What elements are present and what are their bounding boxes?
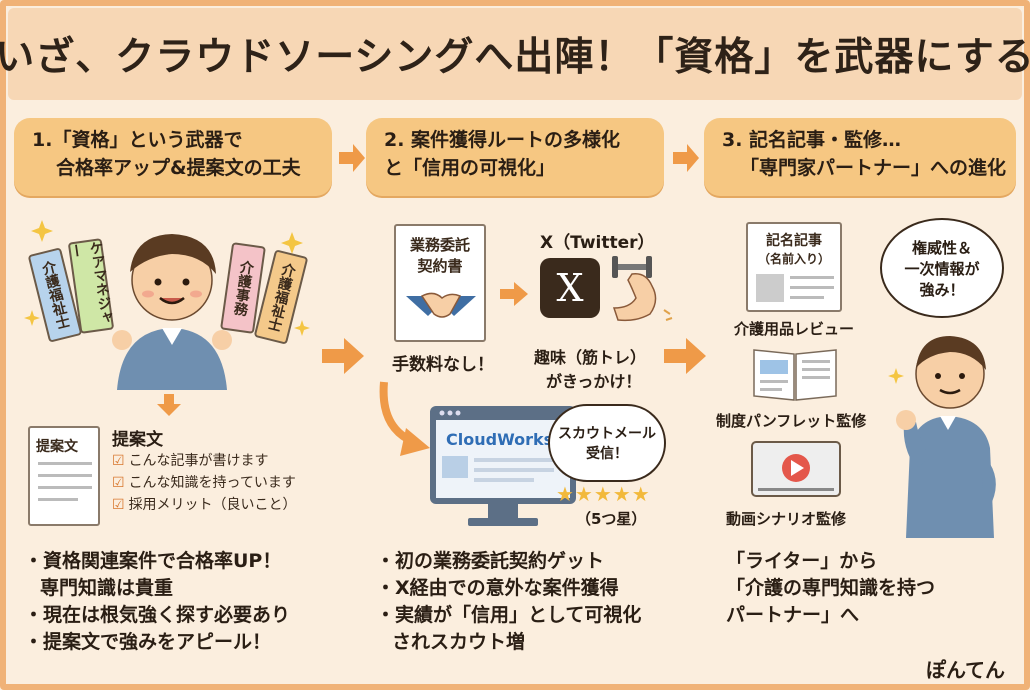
article-line2: （名前入り） xyxy=(757,252,830,266)
pamphlet-icon xyxy=(753,349,837,401)
contract-title-line1: 業務委託 xyxy=(409,236,470,254)
list-item: ・資格関連案件で合格率UP！ xyxy=(24,550,282,572)
proposal-checklist: ☑こんな記事が書けます ☑こんな知識を持っています ☑採用メリット（良いこと） xyxy=(112,450,297,516)
quote-line: 「介護の専門知識を持つ xyxy=(726,577,936,599)
step-2-header: 2. 案件獲得ルートの多様化 と「信用の可視化」 xyxy=(366,118,664,196)
checkbox-icon: ☑ xyxy=(112,453,125,469)
scout-mail-bubble: スカウトメール 受信！ xyxy=(548,404,666,482)
step-3-header: 3. 記名記事・監修… 「専門家パートナー」への進化 xyxy=(704,118,1016,196)
proposal-title: 提案文 xyxy=(112,430,163,450)
contract-title-line2: 契約書 xyxy=(417,257,463,275)
x-logo-icon: X xyxy=(540,258,600,318)
hobby-line1: 趣味（筋トレ） xyxy=(534,348,647,367)
pamphlet-label: 制度パンフレット監修 xyxy=(716,412,867,430)
authority-bubble: 権威性＆ 一次情報が 強み！ xyxy=(880,218,1004,318)
list-item: ・提案文で強みをアピール！ xyxy=(24,631,272,653)
step-2-line1: 2. 案件獲得ルートの多様化 xyxy=(384,129,621,151)
list-item: ☑こんな記事が書けます xyxy=(112,453,269,469)
arrow-right-icon xyxy=(673,144,699,172)
checkbox-icon: ☑ xyxy=(112,475,125,491)
quote-line: パートナー」へ xyxy=(726,604,860,626)
author-signature: ぽんてん xyxy=(926,658,1005,682)
step-3-line2: 「専門家パートナー」への進化 xyxy=(740,157,1007,179)
list-item: ・X経由での意外な案件獲得 xyxy=(376,577,619,599)
arrow-right-icon xyxy=(664,338,706,374)
step-1-header: 1.「資格」という武器で 合格率アップ&提案文の工夫 xyxy=(14,118,332,196)
arrow-down-icon xyxy=(157,394,181,416)
arrow-right-icon xyxy=(339,144,365,172)
byline-article: 記名記事 （名前入り） xyxy=(746,222,842,312)
x-twitter-label: X（Twitter） xyxy=(540,233,655,253)
list-item: ☑こんな知識を持っています xyxy=(112,475,296,491)
list-item: ・初の業務委託契約ゲット xyxy=(376,550,605,572)
arrow-curved-icon xyxy=(379,381,430,456)
page-title: いざ、クラウドソーシングへ出陣！「資格」を武器にする xyxy=(0,35,1030,80)
authority-line2: 一次情報が xyxy=(904,259,980,278)
step-1-bullets: ・資格関連案件で合格率UP！ 専門知識は貴重 ・現在は根気強く探す必要あり ・提… xyxy=(24,548,290,656)
proposal-document: 提案文 xyxy=(28,426,100,526)
handshake-icon xyxy=(406,292,476,318)
muscle-dumbbell-icon xyxy=(612,256,673,322)
proposal-doc-label: 提案文 xyxy=(36,439,78,455)
scout-line2: 受信！ xyxy=(586,446,628,462)
rating-stars: ★★★★★ xyxy=(556,482,651,506)
rating-label: （5つ星） xyxy=(576,510,647,528)
list-item: ・実績が「信用」として可視化 xyxy=(376,604,642,626)
person-fist-pump-icon xyxy=(888,336,996,538)
no-fee-label: 手数料なし！ xyxy=(392,355,494,375)
arrow-right-icon xyxy=(322,338,364,374)
step-3-quote: 「ライター」から 「介護の専門知識を持つ パートナー」へ xyxy=(726,548,935,629)
contract-document: 業務委託 契約書 xyxy=(394,224,486,342)
scout-line1: スカウトメール xyxy=(558,426,656,442)
list-item: ☑採用メリット（良いこと） xyxy=(112,497,297,513)
review-label: 介護用品レビュー xyxy=(734,320,855,338)
video-label: 動画シナリオ監修 xyxy=(726,510,847,528)
step-1-line2: 合格率アップ&提案文の工夫 xyxy=(56,157,301,179)
list-item: されスカウト増 xyxy=(392,631,526,653)
article-line1: 記名記事 xyxy=(766,233,822,249)
quote-line: 「ライター」から xyxy=(726,550,878,572)
list-item: 専門知識は貴重 xyxy=(40,577,174,599)
step-3-line1: 3. 記名記事・監修… xyxy=(722,129,902,151)
step-2-line2: と「信用の可視化」 xyxy=(384,157,556,179)
person-with-cards-icon xyxy=(24,220,310,390)
checkbox-icon: ☑ xyxy=(112,497,125,513)
cloudworks-logo: CloudWorks xyxy=(446,430,554,449)
video-player-icon xyxy=(751,441,841,497)
arrow-right-icon xyxy=(500,282,528,306)
step-2-bullets: ・初の業務委託契約ゲット ・X経由での意外な案件獲得 ・実績が「信用」として可視… xyxy=(376,548,641,656)
authority-line3: 強み！ xyxy=(919,280,965,299)
monitor-icon xyxy=(430,406,576,526)
step-1-line1: 1.「資格」という武器で xyxy=(32,129,243,151)
hobby-line2: がきっかけ！ xyxy=(546,372,642,391)
title-banner: いざ、クラウドソーシングへ出陣！「資格」を武器にする xyxy=(0,8,1030,100)
authority-line1: 権威性＆ xyxy=(911,238,972,257)
list-item: ・現在は根気強く探す必要あり xyxy=(24,604,291,626)
